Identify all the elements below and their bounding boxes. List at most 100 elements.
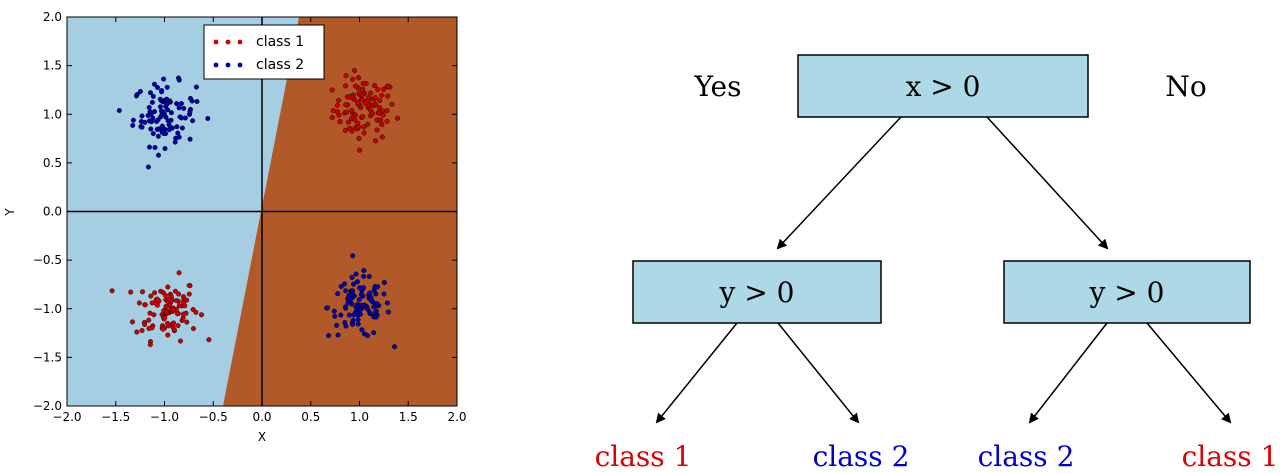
data-point-class-2 [151,81,157,87]
data-point-class-1 [148,293,154,299]
data-point-class-2 [146,144,152,150]
data-point-class-1 [186,291,192,297]
data-point-class-1 [379,122,385,128]
data-point-class-1 [379,92,385,98]
data-point-class-2 [179,125,185,131]
data-point-class-1 [176,303,182,309]
data-point-class-2 [194,98,200,104]
data-point-class-1 [360,86,366,92]
edge-root-left [776,116,902,250]
data-point-class-2 [162,145,168,151]
decision-tree-diagram: Yes No x > 0 y > 0 y > 0 class 1 class 2… [595,54,1278,473]
x-tick-label: −0.5 [199,410,228,424]
data-point-class-1 [134,329,140,335]
data-point-class-2 [373,314,379,320]
data-point-class-1 [198,312,204,318]
data-point-class-1 [372,82,378,88]
data-point-class-2 [362,302,368,308]
data-point-class-2 [356,297,362,303]
data-point-class-2 [343,304,349,310]
data-point-class-2 [147,90,153,96]
leaf-class-1-left: class 1 [595,440,692,473]
leaf-class-2-right: class 2 [978,440,1075,473]
data-point-class-1 [360,97,366,103]
data-point-class-1 [129,319,135,325]
data-point-class-1 [142,322,148,328]
data-point-class-2 [150,131,156,137]
data-point-class-2 [355,321,361,327]
data-point-class-2 [350,253,356,259]
data-point-class-2 [178,100,184,106]
data-point-class-1 [334,102,340,108]
y-tick-label: −1.5 [33,350,62,364]
data-point-class-1 [355,99,361,105]
legend-label-class-1: class 1 [256,34,304,50]
data-point-class-1 [352,112,358,118]
data-point-class-1 [373,138,379,144]
data-point-class-2 [366,274,372,280]
data-point-class-1 [372,101,378,107]
data-point-class-1 [174,311,180,317]
data-point-class-1 [171,320,177,326]
data-point-class-2 [155,117,161,123]
data-point-class-2 [157,96,163,102]
x-tick-label: 2.0 [447,410,466,424]
data-point-class-2 [367,309,373,315]
data-point-class-2 [381,280,387,286]
y-tick-label: −1.0 [33,302,62,316]
data-point-class-1 [329,87,335,93]
data-point-class-2 [351,312,357,318]
data-point-class-2 [181,105,187,111]
x-tick-label: −1.0 [150,410,179,424]
edge-right-leaf-1 [1028,322,1108,424]
data-point-class-2 [373,309,379,315]
data-point-class-2 [385,300,391,306]
data-point-class-2 [176,105,182,111]
no-label: No [1165,70,1206,103]
data-point-class-2 [157,104,163,110]
data-point-class-1 [128,289,134,295]
data-point-class-2 [353,271,359,277]
y-tick-label: 1.5 [43,59,62,73]
data-point-class-1 [372,95,378,101]
data-point-class-1 [352,67,358,73]
data-point-class-2 [168,110,174,116]
data-point-class-2 [365,333,371,339]
data-point-class-2 [145,112,151,118]
data-point-class-2 [177,114,183,120]
y-axis-label: Y [3,208,17,217]
data-point-class-1 [380,112,386,118]
data-point-class-2 [343,288,349,294]
data-point-class-2 [130,122,136,128]
data-point-class-1 [139,328,145,334]
data-point-class-2 [146,104,152,110]
data-point-class-2 [130,117,136,123]
data-point-class-2 [334,322,340,328]
x-tick-label: −1.5 [101,410,130,424]
data-point-class-1 [142,302,148,308]
data-point-class-2 [138,118,144,124]
data-point-class-1 [350,76,356,82]
data-point-class-2 [346,292,352,298]
data-point-class-1 [109,288,115,294]
data-point-class-1 [343,127,349,133]
data-point-class-2 [381,291,387,297]
data-point-class-2 [324,305,330,311]
data-point-class-1 [395,115,401,121]
right-node-label: y > 0 [1089,276,1165,309]
data-point-class-2 [357,285,363,291]
x-tick-label: −2.0 [52,410,81,424]
data-point-class-1 [389,101,395,107]
left-node [632,260,882,324]
data-point-class-1 [176,291,182,297]
x-tick-label: 0.0 [252,410,271,424]
data-point-class-2 [155,133,161,139]
data-point-class-1 [329,115,335,121]
data-point-class-2 [342,320,348,326]
data-point-class-1 [173,298,179,304]
data-point-class-2 [187,136,193,142]
data-point-class-1 [385,83,391,89]
data-point-class-2 [148,126,154,132]
data-point-class-2 [174,124,180,130]
data-point-class-1 [356,135,362,141]
